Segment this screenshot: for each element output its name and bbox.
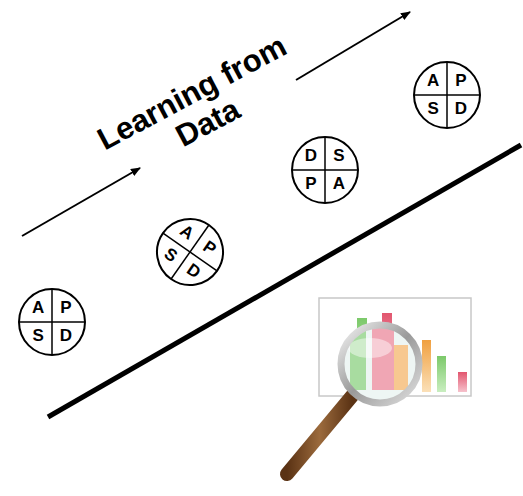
pdsa-letter: S xyxy=(28,326,48,346)
pdsa-letter: P xyxy=(301,174,321,194)
pdsa-letter: P xyxy=(56,298,76,318)
pdsa-letter: A xyxy=(329,174,349,194)
magnifier-icon xyxy=(287,318,420,474)
circle-outline xyxy=(17,287,87,357)
pdsa-letter: S xyxy=(423,99,443,119)
pdsa-letter: D xyxy=(451,99,471,119)
diagram-title: Learning from Data xyxy=(74,19,327,196)
pdsa-circle: APSD xyxy=(155,217,225,287)
pdsa-circle: APSD xyxy=(17,287,87,357)
pdsa-letter: D xyxy=(56,326,76,346)
circle-outline xyxy=(141,203,238,300)
pdsa-circle: APSD xyxy=(290,135,360,205)
pdsa-letter: A xyxy=(28,298,48,318)
pdsa-letter: P xyxy=(451,71,471,91)
pdsa-letter: D xyxy=(301,146,321,166)
circle-outline xyxy=(412,60,482,130)
ramp-line xyxy=(48,145,521,417)
circle-outline xyxy=(290,135,360,205)
progress-arrow xyxy=(22,168,140,236)
pdsa-letter: A xyxy=(423,71,443,91)
progress-arrow xyxy=(296,12,410,80)
pdsa-circle: APSD xyxy=(412,60,482,130)
pdsa-letter: S xyxy=(329,146,349,166)
